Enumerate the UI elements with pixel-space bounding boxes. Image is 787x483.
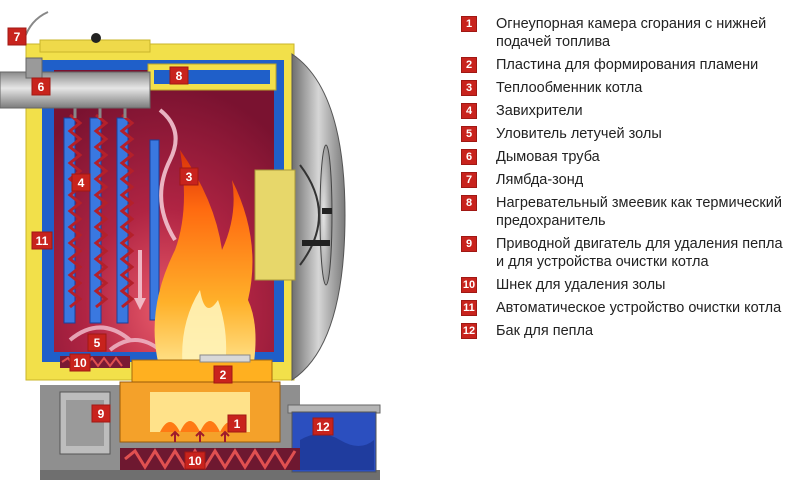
legend-item: 6 Дымовая труба <box>461 148 787 166</box>
legend-item: 1 Огнеупорная камера сгорания с нижней по… <box>461 15 787 51</box>
legend-item: 4 Завихрители <box>461 102 787 120</box>
svg-text:10: 10 <box>188 454 202 468</box>
legend-label: Завихрители <box>496 103 583 119</box>
legend-item: 5 Уловитель летучей золы <box>461 125 787 143</box>
legend-item: 11 Автоматическое устройство очистки котл… <box>461 299 787 317</box>
legend-label: Приводной двигатель для удаления пепла и… <box>496 236 783 270</box>
legend-label: Нагревательный змеевик как термический п… <box>496 195 782 229</box>
svg-text:6: 6 <box>38 80 45 94</box>
callout-8: 8 <box>169 66 189 85</box>
legend-label: Теплообменник котла <box>496 80 643 96</box>
callout-4: 4 <box>71 173 91 192</box>
callout-11: 11 <box>31 231 53 250</box>
heat-exchanger-tubes <box>63 117 160 324</box>
legend-item: 9 Приводной двигатель для удаления пепла … <box>461 235 787 271</box>
callout-2: 2 <box>213 365 233 384</box>
legend-list: 1 Огнеупорная камера сгорания с нижней по… <box>461 15 787 345</box>
boiler-door <box>254 144 333 286</box>
legend-number-badge: 6 <box>461 149 477 165</box>
legend-number-badge: 7 <box>461 172 477 188</box>
flame-plate <box>199 354 251 363</box>
top-knob <box>91 33 101 43</box>
legend-item: 7 Лямбда-зонд <box>461 171 787 189</box>
legend-label: Дымовая труба <box>496 149 600 165</box>
legend-number-badge: 10 <box>461 277 477 293</box>
flue-pipe <box>0 57 151 109</box>
legend-label: Огнеупорная камера сгорания с нижней под… <box>496 16 767 50</box>
legend-number-badge: 8 <box>461 195 477 211</box>
svg-text:4: 4 <box>78 176 85 190</box>
callout-5: 5 <box>87 333 107 352</box>
turbulators <box>67 113 135 309</box>
legend-number-badge: 5 <box>461 126 477 142</box>
lambda-sensor-wire <box>23 11 49 41</box>
legend-item: 3 Теплообменник котла <box>461 79 787 97</box>
svg-text:10: 10 <box>73 356 87 370</box>
callout-10-bottom: 10 <box>184 451 206 470</box>
svg-text:7: 7 <box>14 30 21 44</box>
ash-container <box>287 404 381 473</box>
legend-number-badge: 4 <box>461 103 477 119</box>
legend-number-badge: 1 <box>461 16 477 32</box>
svg-text:2: 2 <box>220 368 227 382</box>
legend-number-badge: 12 <box>461 323 477 339</box>
legend-label: Бак для пепла <box>496 323 594 339</box>
svg-text:8: 8 <box>176 69 183 83</box>
svg-text:1: 1 <box>234 417 241 431</box>
callout-12: 12 <box>312 417 334 436</box>
legend-number-badge: 2 <box>461 57 477 73</box>
callout-9: 9 <box>91 404 111 423</box>
fuel-feed-arrows <box>170 430 230 442</box>
svg-text:9: 9 <box>98 407 105 421</box>
boiler-cutaway-diagram: 7 6 8 3 4 11 5 10 2 9 1 12 <box>0 11 381 480</box>
callout-10-top: 10 <box>69 353 91 372</box>
svg-text:12: 12 <box>316 420 330 434</box>
drive-motor <box>59 391 111 455</box>
legend-label: Автоматическое устройство очистки котла <box>496 300 782 316</box>
refractory-chamber <box>119 359 281 443</box>
legend-number-badge: 9 <box>461 236 477 252</box>
callout-7: 7 <box>7 27 27 46</box>
svg-text:11: 11 <box>36 234 49 248</box>
callout-6: 6 <box>31 77 51 96</box>
legend-label: Лямбда-зонд <box>496 172 584 188</box>
callout-3: 3 <box>179 167 199 186</box>
legend-item: 10 Шнек для удаления золы <box>461 276 787 294</box>
ash-auger-bottom <box>120 448 300 470</box>
svg-text:3: 3 <box>186 170 193 184</box>
callout-1: 1 <box>227 414 247 433</box>
legend-number-badge: 3 <box>461 80 477 96</box>
legend-item: 2 Пластина для формирования пламени <box>461 56 787 74</box>
legend-item: 8 Нагревательный змеевик как термический … <box>461 194 787 230</box>
legend-item: 12 Бак для пепла <box>461 322 787 340</box>
legend-label: Шнек для удаления золы <box>496 277 666 293</box>
legend-label: Пластина для формирования пламени <box>496 57 759 73</box>
legend-number-badge: 11 <box>461 300 477 316</box>
flue-gas-flow <box>134 108 178 310</box>
svg-text:5: 5 <box>94 336 101 350</box>
legend-label: Уловитель летучей золы <box>496 126 662 142</box>
